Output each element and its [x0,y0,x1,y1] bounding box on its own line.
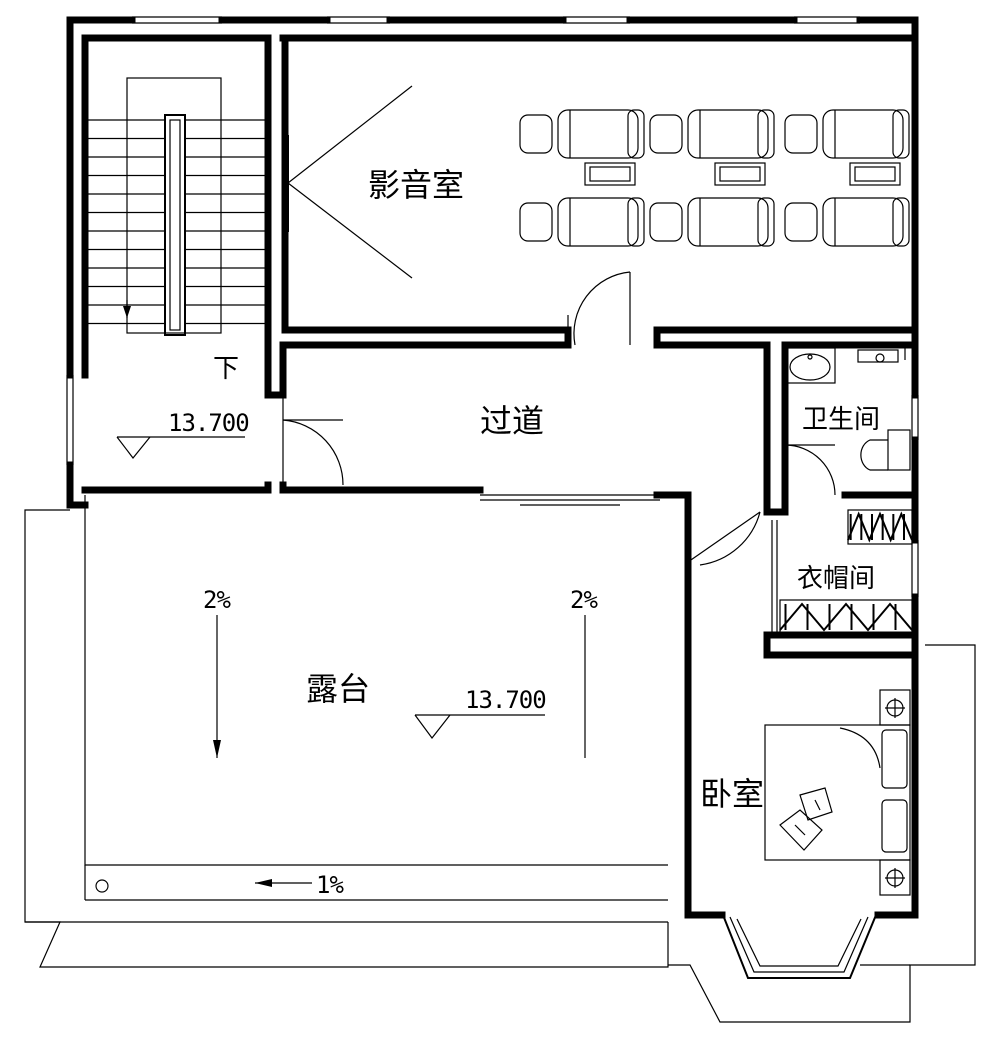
nightstand-bottom [879,859,911,896]
theater-door[interactable] [567,271,631,346]
recliner-seat [649,197,775,247]
projection-screen [287,85,413,279]
terrace-outline [24,495,669,968]
top-windows [132,16,860,24]
slope-arrow-gutter [255,879,312,887]
slope-right-label: 2% [570,586,598,614]
terrace-elevation-marker: 13.700 [414,686,547,739]
recliner-seat [784,197,910,247]
recliner-seat [519,197,645,247]
room-label-bedroom: 卧室 [700,775,764,813]
recliner-seat [784,109,910,159]
room-label-terrace: 露台 [306,670,370,708]
nightstand-top [879,689,911,726]
stair-elevation-marker: 13.700 [116,409,250,459]
bathroom-fixtures [784,347,911,496]
slope-left-label: 2% [203,586,231,614]
bay-window [722,914,877,979]
bed [764,724,911,861]
slope-arrow-left [213,615,221,758]
right-balcony-outline [668,644,976,1023]
theater-seating [519,109,910,247]
room-label-corridor: 过道 [480,402,544,440]
closet-hanging-rods [779,509,913,635]
terrace-sliding-door[interactable] [480,494,660,506]
staircase [85,77,268,336]
side-table [714,162,766,186]
stair-door[interactable] [282,395,344,486]
stair-down-label: 下 [213,354,239,384]
closet-rod [847,509,913,545]
room-label-theater: 影音室 [368,166,464,204]
side-table [584,162,636,186]
closet-rod [779,599,913,635]
stair-elevation-label: 13.700 [168,409,249,437]
recliner-seat [649,109,775,159]
terrace-elevation-label: 13.700 [465,686,546,714]
side-table [849,162,901,186]
bedroom-door[interactable] [687,511,761,566]
slope-gutter-label: 1% [316,871,344,899]
walls [66,16,919,919]
closet-door[interactable] [771,520,778,635]
room-label-closet: 衣帽间 [797,564,875,594]
recliner-seat [519,109,645,159]
room-label-bathroom: 卫生间 [802,405,880,435]
